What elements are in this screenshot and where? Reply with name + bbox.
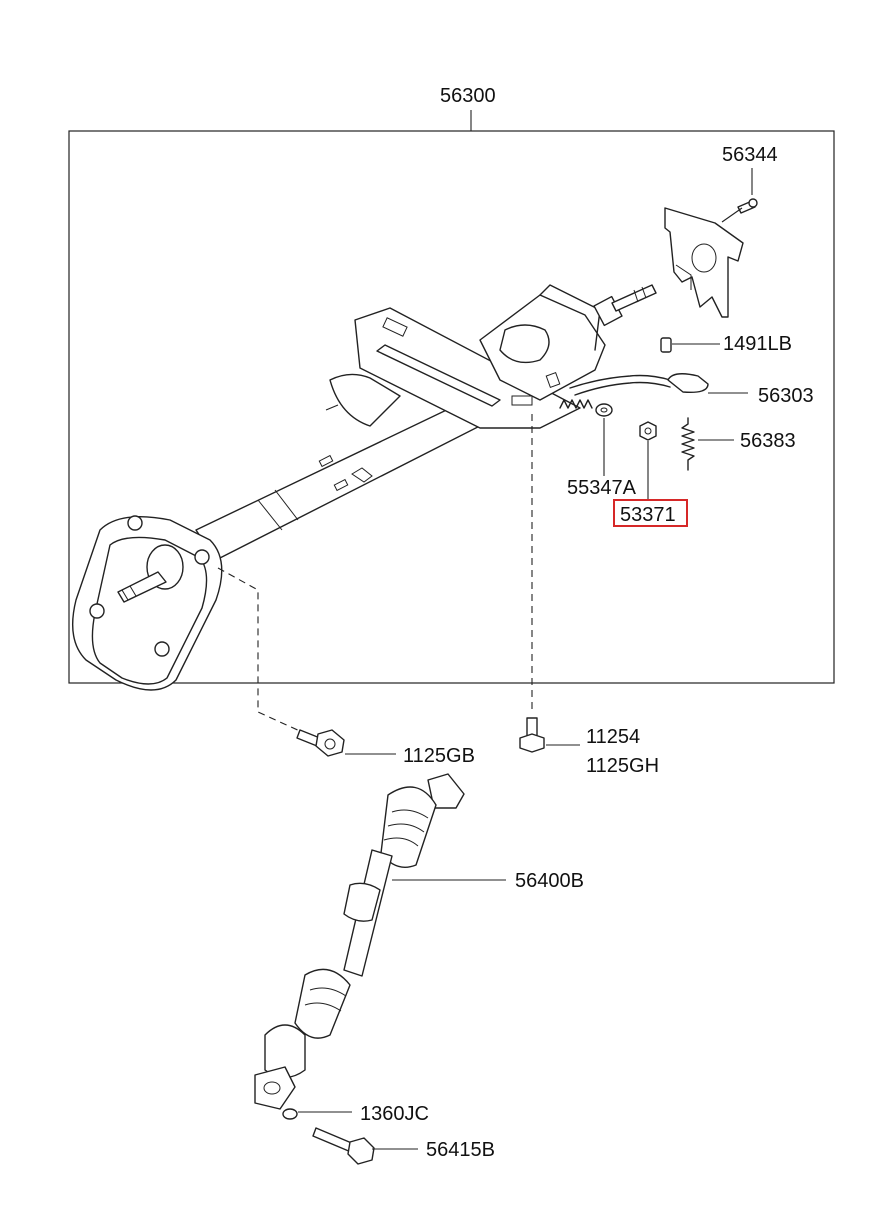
label-55347a: 55347A bbox=[567, 477, 637, 499]
nut bbox=[639, 421, 657, 500]
bolt-right bbox=[519, 717, 580, 753]
label-56383: 56383 bbox=[740, 430, 796, 452]
label-56303: 56303 bbox=[758, 385, 814, 407]
highlight-box bbox=[613, 499, 688, 527]
assembly-frame bbox=[68, 130, 835, 684]
ignition-bracket bbox=[664, 198, 758, 318]
label-1360jc: 1360JC bbox=[360, 1103, 429, 1125]
label-56344: 56344 bbox=[722, 144, 778, 166]
tilt-lever bbox=[569, 373, 748, 396]
label-1125gh: 1125GH bbox=[586, 755, 659, 777]
bracket-leader bbox=[721, 207, 743, 223]
return-spring bbox=[681, 417, 734, 471]
yoke-washer bbox=[282, 1108, 352, 1120]
column-spring bbox=[559, 399, 593, 409]
label-53371: 53371 bbox=[620, 504, 676, 526]
label-11254: 11254 bbox=[586, 726, 640, 748]
intermediate-shaft bbox=[254, 773, 506, 1110]
washer bbox=[595, 403, 613, 476]
pin bbox=[660, 337, 720, 353]
label-56415b: 56415B bbox=[426, 1139, 495, 1161]
label-1125gb: 1125GB bbox=[403, 745, 475, 767]
label-1491lb: 1491LB bbox=[723, 333, 792, 355]
yoke-bolt bbox=[312, 1127, 418, 1165]
bolt-left bbox=[296, 729, 396, 757]
label-56300: 56300 bbox=[440, 85, 496, 107]
upper-bracket bbox=[354, 284, 657, 429]
dashed-line-left bbox=[217, 567, 303, 733]
label-56400b: 56400B bbox=[515, 870, 584, 892]
column-flange bbox=[71, 515, 223, 691]
